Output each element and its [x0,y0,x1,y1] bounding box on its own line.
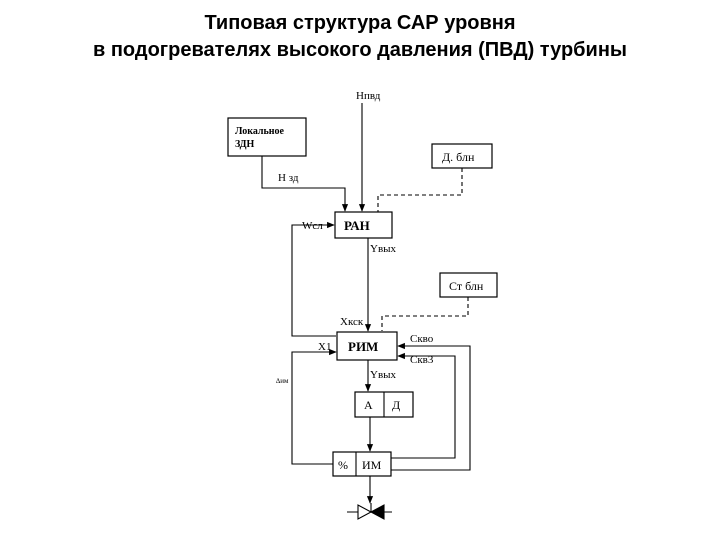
im-pct-label: % [338,458,348,472]
valve-icon [347,503,392,520]
dim-feedback-line [291,348,337,465]
rim-label: РИМ [348,339,378,354]
ran-block [334,211,393,239]
ad-a-label: А [364,398,373,412]
skvo-feedback-line [391,342,471,471]
rim-block [336,331,398,361]
d-bln-line [377,168,463,212]
skvz-feedback-line [391,352,456,459]
dim-label: ∆им [276,377,289,385]
local-zdn-label-1: Локальное [235,126,285,137]
page-title: Типовая структура САР уровня в подогрева… [0,10,720,64]
wsl-label: Wсл [302,220,323,232]
skvz-label: Скв3 [410,354,434,366]
xksk-label: Хкск [340,316,364,328]
yvyh-ran-label: Yвых [370,243,397,255]
ran-label: РАН [344,218,370,233]
skvo-label: Скво [410,333,434,345]
local-zdn-block [227,117,307,157]
wsl-feedback-line [291,221,336,337]
yvyh-rim-label: Yвых [370,369,397,381]
title-line-2: в подогревателях высокого давления (ПВД)… [93,39,627,61]
h-zd-line [261,156,349,212]
ad-d-label: Д [392,398,400,412]
h-zd-label: Н зд [278,172,299,184]
st-bln-label: Ст блн [449,279,484,293]
im-label: ИМ [362,458,382,472]
local-zdn-label-2: ЗДН [235,139,255,150]
x1-label: X1 [318,341,331,353]
st-bln-line [381,297,469,331]
d-bln-label: Д. блн [442,150,475,164]
title-line-1: Типовая структура САР уровня [204,12,516,34]
h-pvd-label: Нпвд [356,90,381,102]
